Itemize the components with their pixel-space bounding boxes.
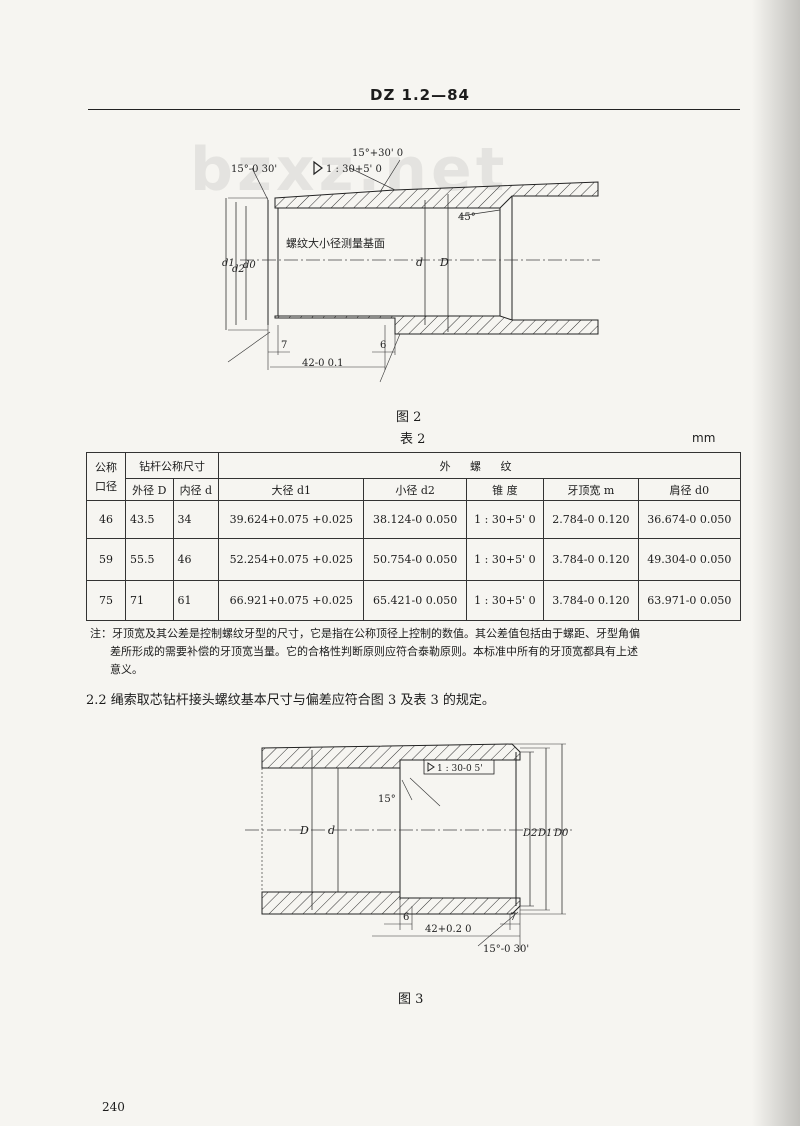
table-header-row-2: 外径 D 内径 d 大径 d1 小径 d2 锥 度 牙顶宽 m 肩径 d0	[87, 478, 742, 501]
page-number: 240	[102, 1100, 125, 1114]
cell-od: 55.5	[125, 538, 174, 581]
fig2-angle-right-label: 15°+30' 0	[352, 148, 403, 159]
figure-3-drawing: 1 : 30-0 5' 15° D d D2 D1 D0 6 7 42+0.2 …	[245, 743, 575, 955]
header-crest: 牙顶宽 m	[543, 478, 639, 501]
figure-2-drawing: 15°-0 30' 1 : 30+5' 0 15°+30' 0 45° 螺纹大小…	[222, 148, 600, 383]
cell-id: 34	[172, 500, 220, 539]
header-rod: 钻杆公称尺寸	[124, 452, 220, 479]
fig2-len7-label: 7	[281, 340, 287, 351]
table-row: 59 55.5 46 52.254+0.075 +0.025 50.754-0 …	[86, 538, 742, 581]
table-2: 公称口径 钻杆公称尺寸 外 螺 纹 外径 D 内径 d 大径 d1 小径 d2 …	[86, 452, 742, 621]
table-2-unit: mm	[692, 431, 716, 445]
figure-3-caption: 图 3	[398, 992, 424, 1007]
cell-od: 71	[125, 580, 174, 621]
fig3-D0-label: D0	[553, 828, 569, 839]
fig2-d-label: d	[416, 256, 423, 269]
cell-id: 61	[172, 580, 220, 621]
header-shoulder: 肩径 d0	[637, 478, 742, 501]
cell-taper: 1 : 30+5' 0	[465, 500, 545, 539]
cell-taper: 1 : 30+5' 0	[465, 580, 545, 621]
fig3-angle-bottom-label: 15°-0 30'	[483, 944, 529, 955]
fig2-angle-left-label: 15°-0 30'	[231, 164, 277, 175]
header-thread: 外 螺 纹	[218, 452, 741, 479]
cell-crest: 3.784-0 0.120	[543, 580, 639, 621]
fig3-taper-label: 1 : 30-0 5'	[437, 764, 483, 774]
cell-minor: 50.754-0 0.050	[363, 538, 467, 581]
note-line: 差所形成的需要补偿的牙顶宽当量。它的合格性判断原则应符合泰勒原则。本标准中所有的…	[110, 645, 638, 658]
header-rule	[88, 109, 740, 110]
cell-crest: 3.784-0 0.120	[543, 538, 639, 581]
cell-od: 43.5	[125, 500, 174, 539]
cell-taper: 1 : 30+5' 0	[465, 538, 545, 581]
fig3-D1-label: D1	[537, 828, 552, 839]
table-row: 46 43.5 34 39.624+0.075 +0.025 38.124-0 …	[86, 500, 742, 539]
table-note: 注：牙顶宽及其公差是控制螺纹牙型的尺寸，它是指在公称顶径上控制的数值。其公差值包…	[90, 625, 745, 679]
section-2-2: 2.2 绳索取芯钻杆接头螺纹基本尺寸与偏差应符合图 3 及表 3 的规定。	[86, 693, 495, 708]
document-code-header: DZ 1.2—84	[370, 86, 470, 104]
cell-major: 39.624+0.075 +0.025	[218, 500, 365, 539]
header-major: 大径 d1	[218, 478, 365, 501]
cell-shoulder: 63.971-0 0.050	[637, 580, 742, 621]
fig2-len6-label: 6	[380, 340, 386, 351]
cell-nominal: 59	[86, 538, 126, 581]
cell-nominal: 75	[86, 580, 126, 621]
fig3-len7-label: 7	[510, 912, 516, 923]
cell-id: 46	[172, 538, 220, 581]
fig2-chamfer-label: 45°	[458, 212, 476, 223]
fig3-len6-label: 6	[403, 912, 409, 923]
table-2-title: 表 2	[400, 432, 426, 447]
header-nominal: 公称口径	[86, 452, 126, 501]
cell-nominal: 46	[86, 500, 126, 539]
header-id: 内径 d	[172, 478, 220, 501]
fig2-len42-label: 42-0 0.1	[302, 358, 344, 369]
fig2-d2-label: d2	[232, 264, 245, 275]
note-line: 意义。	[110, 663, 143, 676]
fig3-D2-label: D2	[522, 828, 537, 839]
cell-major: 66.921+0.075 +0.025	[218, 580, 365, 621]
cell-minor: 38.124-0 0.050	[363, 500, 467, 539]
table-header-row-1: 公称口径 钻杆公称尺寸 外 螺 纹	[86, 452, 741, 501]
table-row: 75 71 61 66.921+0.075 +0.025 65.421-0 0.…	[86, 580, 742, 621]
fig3-D-label: D	[299, 824, 309, 837]
fig2-plane-label: 螺纹大小径测量基面	[286, 236, 385, 250]
header-minor: 小径 d2	[363, 478, 467, 501]
page-edge-shadow	[752, 0, 800, 1126]
fig3-len42-label: 42+0.2 0	[425, 924, 472, 935]
cell-minor: 65.421-0 0.050	[363, 580, 467, 621]
fig2-taper-label: 1 : 30+5' 0	[326, 164, 382, 175]
fig2-d0-label: d0	[243, 260, 256, 271]
fig3-angle15-label: 15°	[378, 794, 396, 805]
cell-shoulder: 49.304-0 0.050	[637, 538, 742, 581]
fig3-d-label: d	[328, 824, 335, 837]
fig2-d1-label: d1	[222, 258, 235, 269]
fig2-D-label: D	[439, 256, 449, 269]
cell-crest: 2.784-0 0.120	[543, 500, 639, 539]
figure-2-caption: 图 2	[396, 410, 422, 425]
header-taper: 锥 度	[465, 478, 545, 501]
cell-shoulder: 36.674-0 0.050	[637, 500, 742, 539]
cell-major: 52.254+0.075 +0.025	[218, 538, 365, 581]
note-line: 注：牙顶宽及其公差是控制螺纹牙型的尺寸，它是指在公称顶径上控制的数值。其公差值包…	[90, 627, 640, 640]
header-od: 外径 D	[125, 478, 174, 501]
